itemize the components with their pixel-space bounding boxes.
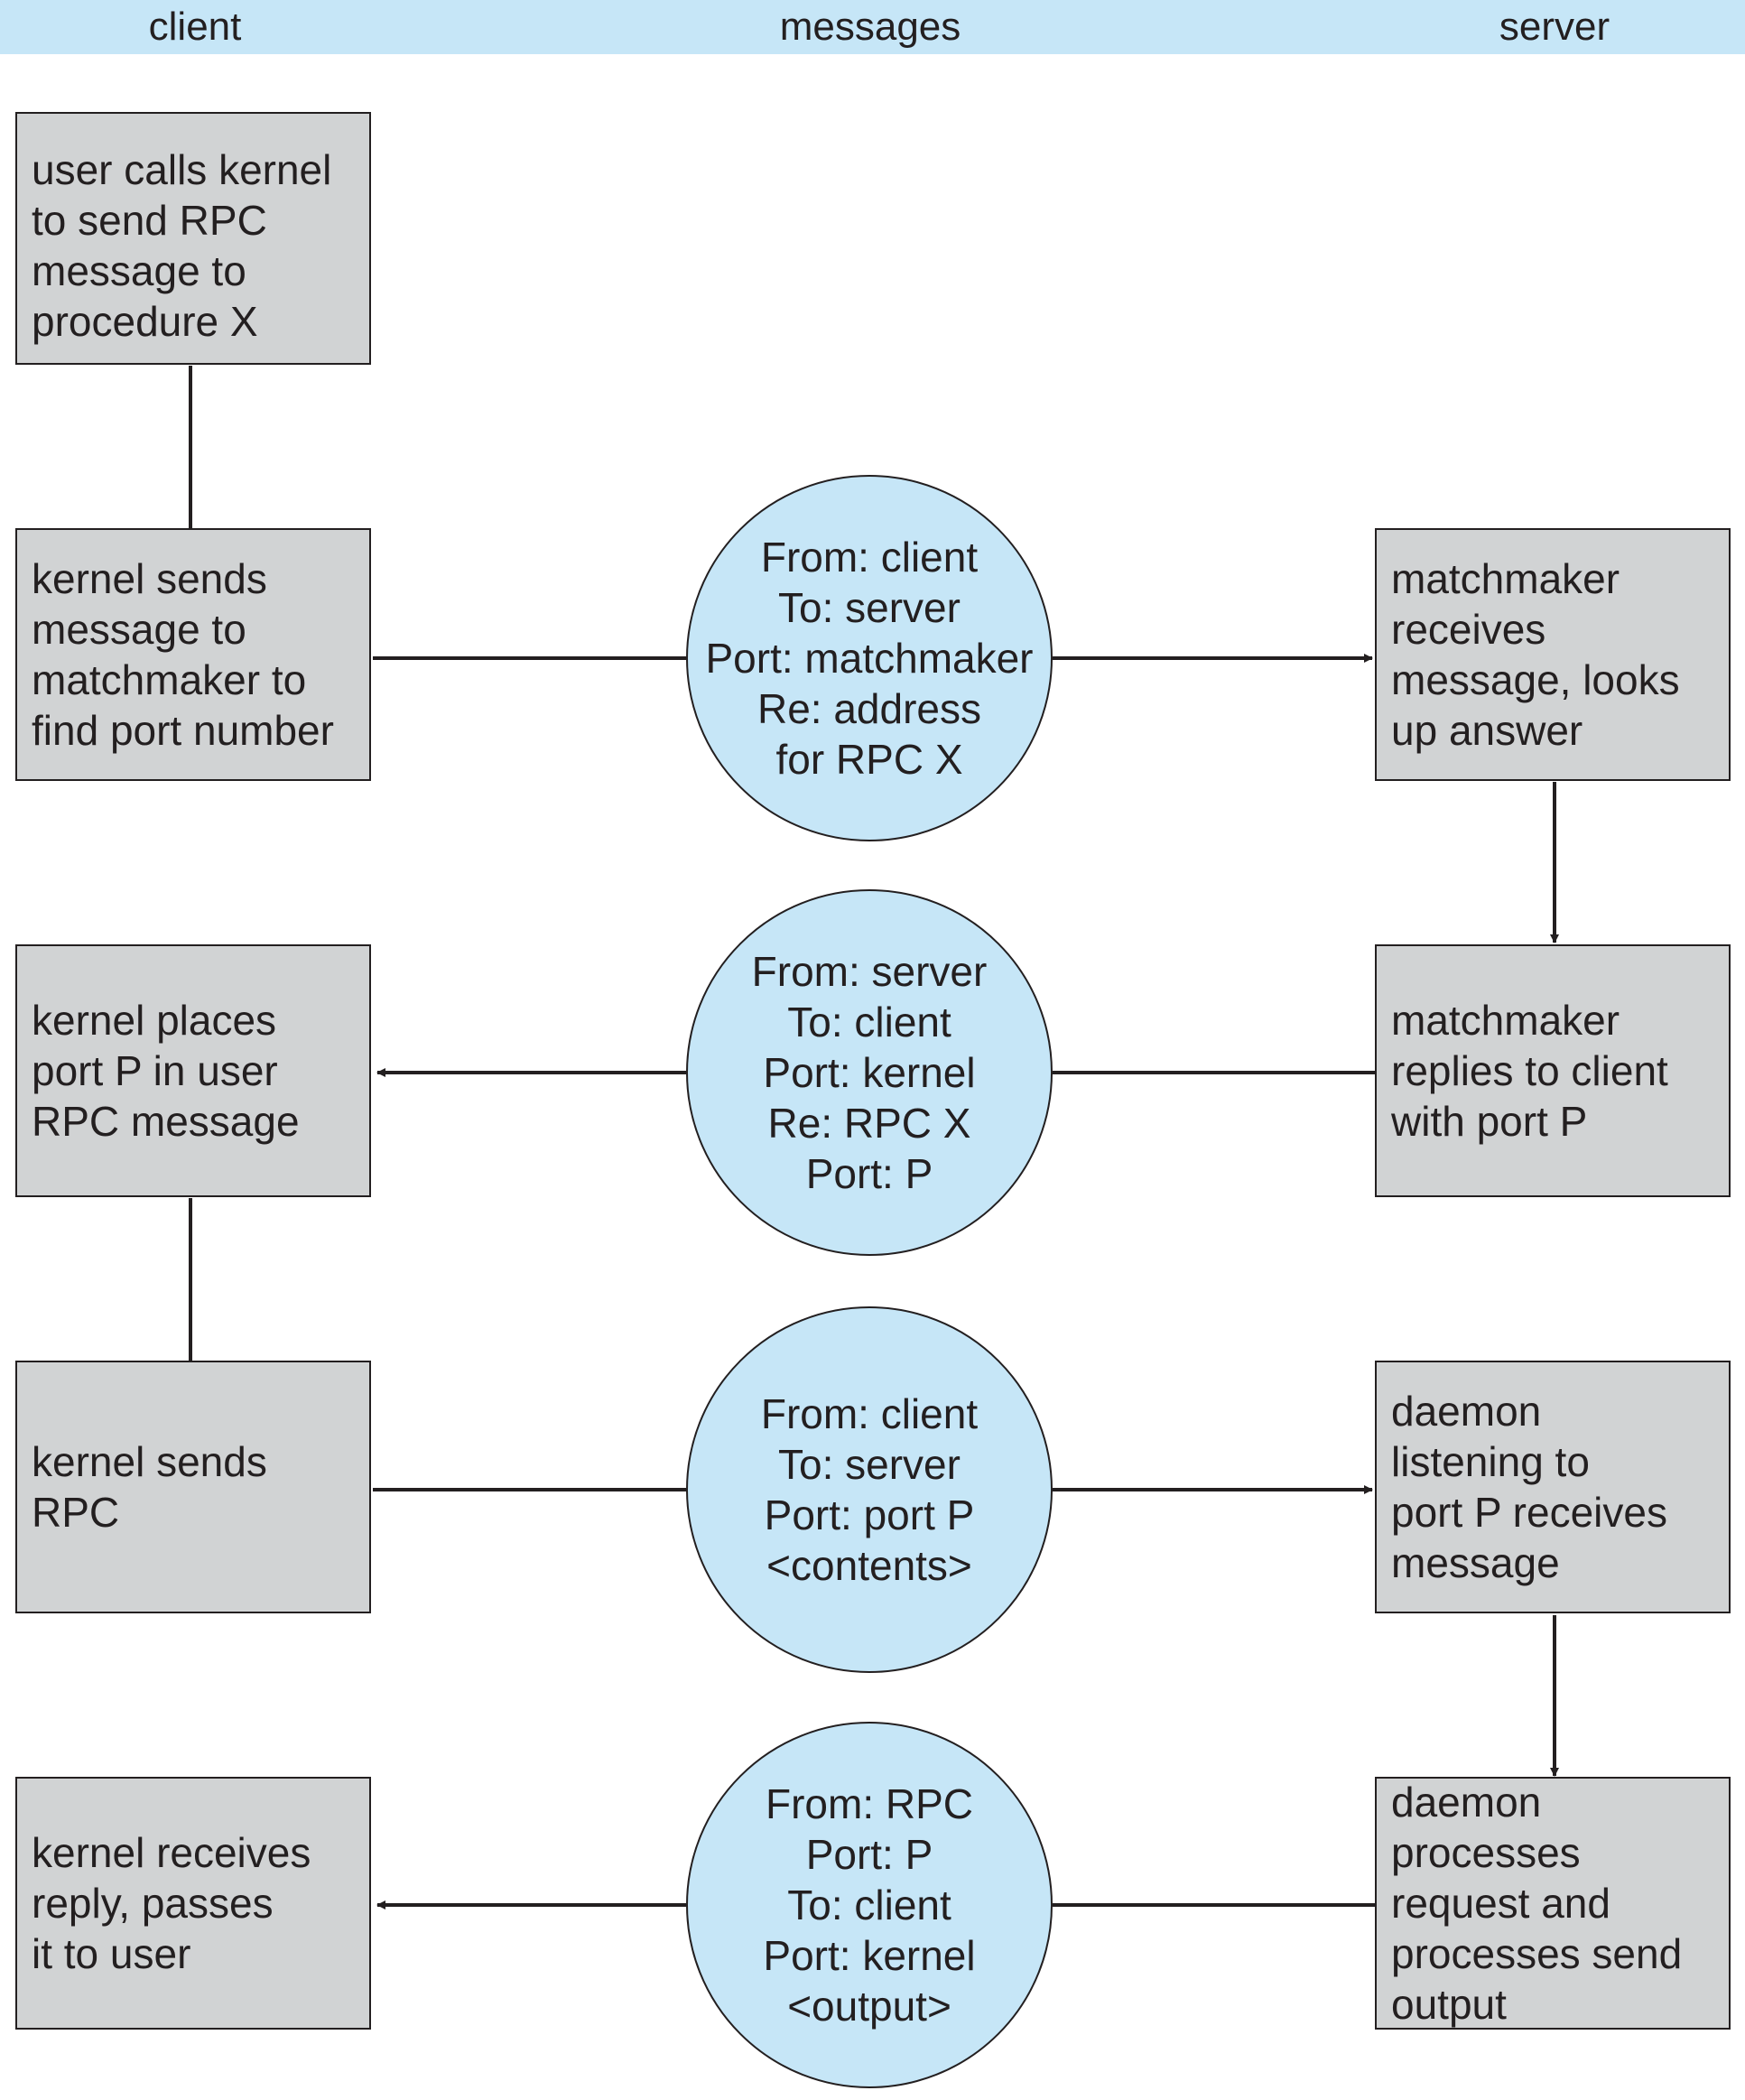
server-step-text: matchmaker receives message, looks up an… [1391,555,1680,754]
client-step-send-to-matchmaker: kernel sends message to matchmaker to fi… [15,528,371,781]
client-step-text: kernel receives reply, passes it to user [32,1829,311,1977]
message-text: From: server To: client Port: kernel Re:… [751,948,988,1197]
column-header-bar: client messages server [0,0,1745,54]
server-step-matchmaker-replies: matchmaker replies to client with port P [1375,944,1731,1197]
client-step-send-rpc: kernel sends RPC [15,1361,371,1613]
message-rpc-contents: From: client To: server Port: port P <co… [686,1306,1053,1673]
message-address-request: From: client To: server Port: matchmaker… [686,475,1053,841]
client-step-receive-reply: kernel receives reply, passes it to user [15,1777,371,2030]
client-step-user-calls-kernel: user calls kernel to send RPC message to… [15,112,371,365]
server-step-text: matchmaker replies to client with port P [1391,997,1668,1145]
client-step-text: kernel places port P in user RPC message [32,997,300,1145]
server-step-matchmaker-receives: matchmaker receives message, looks up an… [1375,528,1731,781]
message-text: From: client To: server Port: matchmaker… [705,534,1034,783]
client-step-text: user calls kernel to send RPC message to… [32,146,332,345]
server-step-text: daemon listening to port P receives mess… [1391,1388,1667,1586]
client-step-text: kernel sends RPC [32,1438,267,1536]
message-port-reply: From: server To: client Port: kernel Re:… [686,889,1053,1256]
server-step-daemon-receives: daemon listening to port P receives mess… [1375,1361,1731,1613]
server-step-daemon-processes: daemon processes request and processes s… [1375,1777,1731,2030]
message-text: From: RPC Port: P To: client Port: kerne… [763,1780,976,2030]
message-text: From: client To: server Port: port P <co… [760,1390,979,1589]
client-step-place-port: kernel places port P in user RPC message [15,944,371,1197]
server-step-text: daemon processes request and processes s… [1391,1779,1683,2028]
message-rpc-output: From: RPC Port: P To: client Port: kerne… [686,1722,1053,2088]
client-column-title: client [148,5,242,49]
server-column-title: server [1499,5,1610,49]
messages-column-title: messages [779,5,961,49]
client-step-text: kernel sends message to matchmaker to fi… [32,555,334,754]
